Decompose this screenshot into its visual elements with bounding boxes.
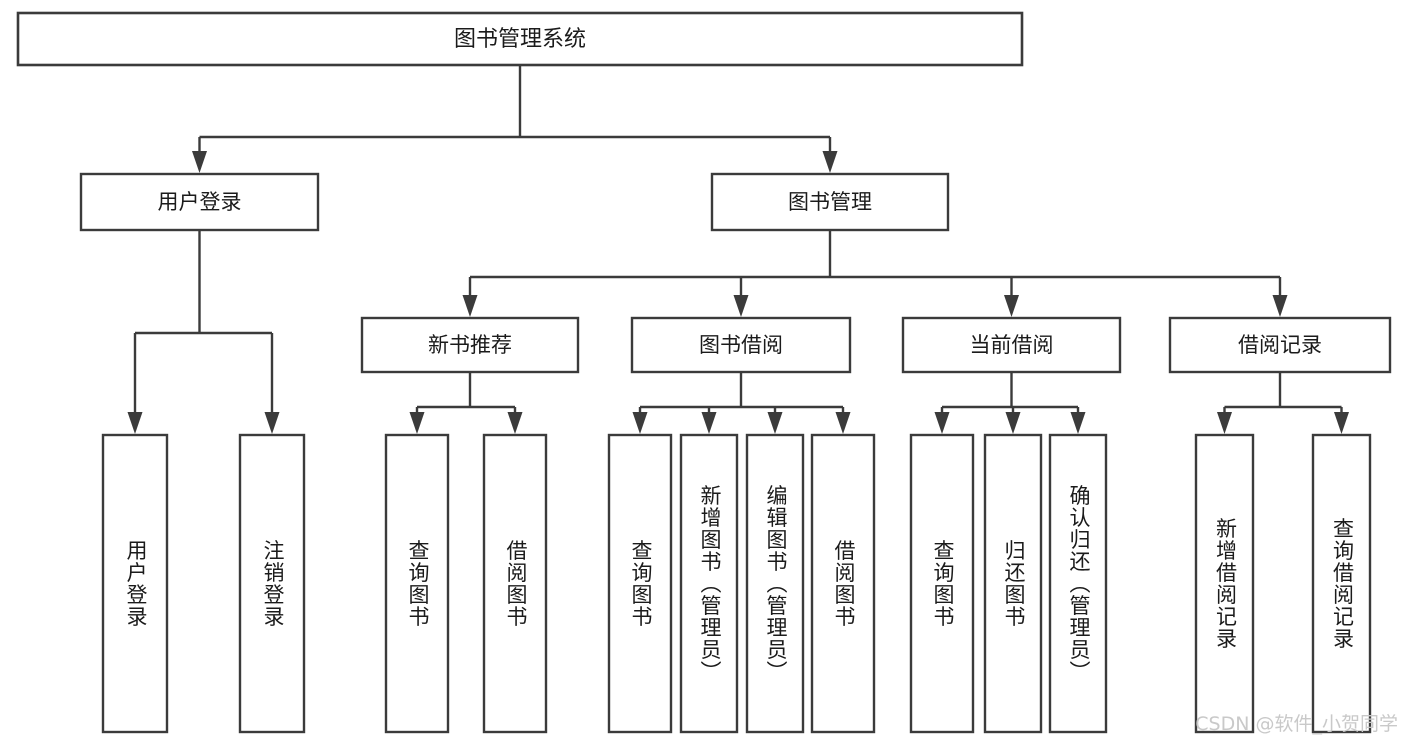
node-label-leaf-user-login: 用户登录 [124, 540, 148, 628]
node-leaf-confirm-return-admin[interactable]: 确认归还（管理员） [1048, 433, 1108, 734]
node-leaf-borrow-book-rec[interactable]: 借阅图书 [482, 433, 548, 734]
node-current-borrow[interactable]: 当前借阅 [901, 316, 1122, 374]
node-box-leaf-add-book-admin [679, 433, 739, 734]
node-box-new-book-recommend [360, 316, 580, 374]
node-leaf-add-borrow-record[interactable]: 新增借阅记录 [1194, 433, 1255, 734]
node-label-book-borrow: 图书借阅 [699, 333, 783, 357]
node-box-leaf-edit-book-admin [745, 433, 805, 734]
node-label-borrow-record: 借阅记录 [1238, 333, 1322, 357]
node-leaf-query-borrow-record[interactable]: 查询借阅记录 [1311, 433, 1372, 734]
node-box-leaf-logout-login [238, 433, 306, 734]
node-box-root [16, 11, 1024, 67]
node-box-leaf-return-book [983, 433, 1043, 734]
node-label-new-book-recommend: 新书推荐 [428, 333, 512, 357]
node-book-borrow[interactable]: 图书借阅 [630, 316, 852, 374]
node-label-leaf-confirm-return-admin: 确认归还（管理员） [1067, 485, 1091, 683]
node-box-leaf-query-book-current [909, 433, 975, 734]
node-label-leaf-borrow-book: 借阅图书 [832, 540, 856, 628]
arrow-head [701, 412, 717, 434]
node-box-leaf-borrow-book [810, 433, 876, 734]
node-label-leaf-add-book-admin: 新增图书（管理员） [698, 485, 722, 683]
node-box-leaf-borrow-book-rec [482, 433, 548, 734]
node-book-manage[interactable]: 图书管理 [710, 172, 950, 232]
node-leaf-query-book-rec[interactable]: 查询图书 [384, 433, 450, 734]
node-label-leaf-query-book-current: 查询图书 [931, 540, 955, 628]
csdn-watermark: CSDN @软件_小贺同学 [1195, 713, 1398, 735]
arrow-head [632, 412, 648, 434]
node-box-book-borrow [630, 316, 852, 374]
node-borrow-record[interactable]: 借阅记录 [1168, 316, 1392, 374]
arrow-head [733, 295, 749, 317]
node-box-leaf-user-login [101, 433, 169, 734]
arrow-head [934, 412, 950, 434]
node-box-current-borrow [901, 316, 1122, 374]
arrow-head [192, 151, 207, 173]
node-box-leaf-query-borrow-record [1311, 433, 1372, 734]
arrow-head [822, 151, 838, 173]
node-label-leaf-logout-login: 注销登录 [261, 540, 285, 628]
node-leaf-borrow-book[interactable]: 借阅图书 [810, 433, 876, 734]
arrow-head [1217, 412, 1232, 434]
node-leaf-user-login[interactable]: 用户登录 [101, 433, 169, 734]
node-box-leaf-add-borrow-record [1194, 433, 1255, 734]
arrow-head [1004, 295, 1019, 317]
arrow-head [264, 412, 280, 434]
arrow-head [1005, 412, 1021, 434]
arrow-head [1272, 295, 1288, 317]
arrow-head [462, 295, 478, 317]
connector-lines [127, 65, 1349, 434]
arrow-head [127, 412, 143, 434]
node-box-leaf-confirm-return-admin [1048, 433, 1108, 734]
node-label-leaf-query-book-rec: 查询图书 [406, 540, 430, 628]
node-label-leaf-query-book-borrow: 查询图书 [629, 540, 653, 628]
node-box-book-manage [710, 172, 950, 232]
node-leaf-logout-login[interactable]: 注销登录 [238, 433, 306, 734]
node-label-leaf-query-borrow-record: 查询借阅记录 [1331, 518, 1355, 650]
node-new-book-recommend[interactable]: 新书推荐 [360, 316, 580, 374]
node-box-user-login [79, 172, 320, 232]
node-label-root: 图书管理系统 [454, 27, 586, 52]
arrow-head [409, 412, 425, 434]
node-leaf-query-book-borrow[interactable]: 查询图书 [607, 433, 673, 734]
node-label-leaf-add-borrow-record: 新增借阅记录 [1214, 518, 1238, 650]
node-label-current-borrow: 当前借阅 [970, 333, 1054, 357]
node-label-leaf-return-book: 归还图书 [1002, 540, 1026, 628]
node-box-leaf-query-book-rec [384, 433, 450, 734]
arrow-head [835, 412, 851, 434]
node-leaf-return-book[interactable]: 归还图书 [983, 433, 1043, 734]
node-label-leaf-borrow-book-rec: 借阅图书 [504, 540, 528, 628]
node-label-book-manage: 图书管理 [788, 190, 872, 214]
node-label-user-login: 用户登录 [158, 190, 242, 214]
node-user-login[interactable]: 用户登录 [79, 172, 320, 232]
node-box-borrow-record [1168, 316, 1392, 374]
node-leaf-query-book-current[interactable]: 查询图书 [909, 433, 975, 734]
arrow-head [507, 412, 523, 434]
node-leaf-add-book-admin[interactable]: 新增图书（管理员） [679, 433, 739, 734]
arrow-head [1334, 412, 1349, 434]
node-box-leaf-query-book-borrow [607, 433, 673, 734]
arrow-head [767, 412, 783, 434]
node-label-leaf-edit-book-admin: 编辑图书（管理员） [764, 485, 788, 683]
node-root[interactable]: 图书管理系统 [16, 11, 1024, 67]
node-boxes: 图书管理系统用户登录图书管理新书推荐图书借阅当前借阅借阅记录用户登录注销登录查询… [16, 11, 1392, 734]
node-leaf-edit-book-admin[interactable]: 编辑图书（管理员） [745, 433, 805, 734]
arrow-head [1070, 412, 1086, 434]
